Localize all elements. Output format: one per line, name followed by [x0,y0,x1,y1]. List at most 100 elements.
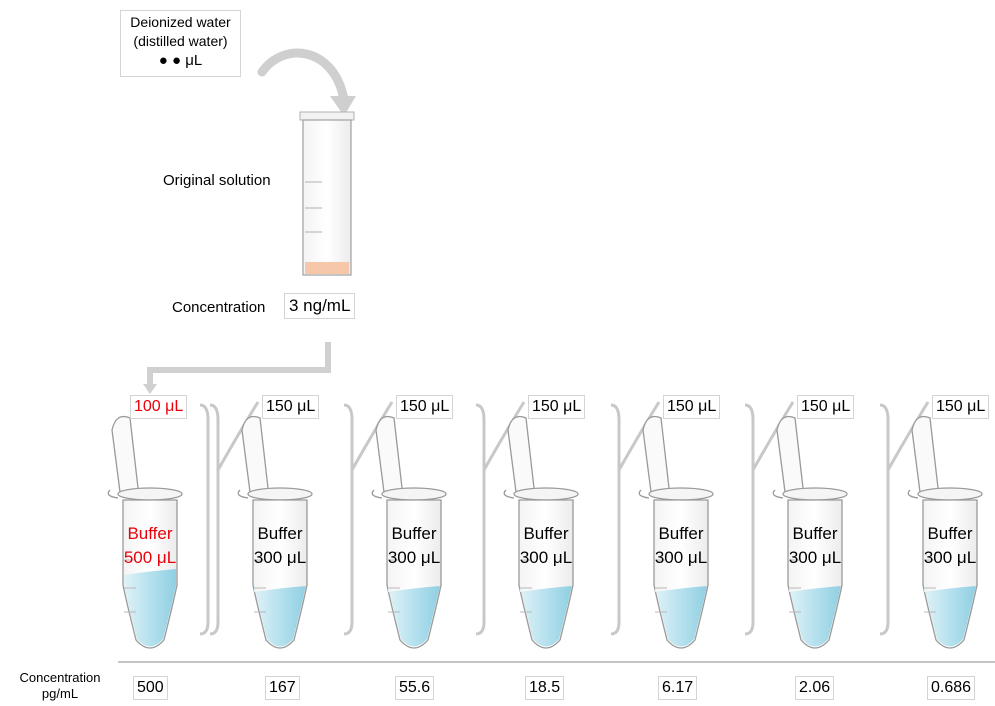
tube-rim [648,487,714,501]
footer-concentration-value: 167 [265,676,300,700]
footer-concentration-value: 2.06 [795,676,835,700]
tube-hinge [638,489,650,499]
transfer-volume-label: 100 μL [130,395,188,419]
footer-label-line2: pg/mL [41,686,79,701]
microtube-1 [107,403,210,649]
transfer-bracket [343,403,354,636]
transfer-stroke [216,401,260,471]
tube-lid [241,415,269,493]
tube-rim [381,487,447,501]
tube-rim [247,487,313,501]
footer-concentration-value: 55.6 [395,676,435,700]
tube-lid [111,415,139,493]
transfer-volume-label: 150 μL [797,395,855,419]
transfer-volume-label: 150 μL [262,395,320,419]
footer-label-line1: Concentration [19,670,101,685]
buffer-label: Buffer 300 μL [781,522,849,570]
first-bracket [199,403,210,636]
transfer-volume-label: 150 μL [663,395,721,419]
tube-liquid [124,569,176,647]
source-line1: Deionized water [130,14,231,30]
buffer-volume: 300 μL [253,548,307,567]
source-volume: ● ● μL [158,52,203,69]
transfer-volume-label: 150 μL [528,395,586,419]
buffer-label: Buffer 300 μL [380,522,448,570]
tube-hinge [237,489,249,499]
microtube-7 [879,401,983,649]
transfer-stroke [886,401,930,471]
tube-hinge [772,489,784,499]
tube-liquid [655,585,707,647]
buffer-volume: 300 μL [788,548,842,567]
tube-rim [513,487,579,501]
footer-concentration-value: 18.5 [525,676,565,700]
footer-concentration-value: 500 [133,676,168,700]
tube-lid [776,415,804,493]
tube-rim [117,487,183,501]
transfer-bracket [744,403,755,636]
transfer-arrow [147,342,331,385]
tube-hinge [907,489,919,499]
tube-hinge [503,489,515,499]
buffer-volume: 500 μL [123,548,177,567]
tube-hinge [107,489,119,499]
pour-arrow-head [330,96,356,116]
tube-lid [507,415,535,493]
tube-liquid [254,585,306,647]
transfer-stroke [482,401,526,471]
buffer-label: Buffer 500 μL [116,522,184,570]
buffer-label: Buffer 300 μL [512,522,580,570]
buffer-label: Buffer 300 μL [916,522,984,570]
microtube-2 [209,401,313,649]
original-solution-label: Original solution [163,172,271,189]
microtube-6 [744,401,848,649]
pour-arrow [257,48,349,105]
buffer-name: Buffer [523,524,569,543]
transfer-stroke [617,401,661,471]
buffer-name: Buffer [927,524,973,543]
buffer-label: Buffer 300 μL [647,522,715,570]
footer-concentration-value: 0.686 [927,676,976,700]
tube-hinge [371,489,383,499]
transfer-bracket [475,403,486,636]
tube-liquid [789,585,841,647]
tube-rim [917,487,983,501]
transfer-arrow-head [143,384,157,394]
transfer-bracket [209,403,220,636]
original-concentration-label: Concentration [172,299,266,316]
buffer-volume: 300 μL [387,548,441,567]
microtube-4 [475,401,579,649]
tube-lid [375,415,403,493]
footer-concentration-value: 6.17 [658,676,698,700]
buffer-name: Buffer [658,524,704,543]
microtube-3 [343,401,447,649]
transfer-volume-label: 150 μL [396,395,454,419]
tube-lid [911,415,939,493]
footer-concentration-label: Concentration pg/mL [6,670,114,702]
buffer-volume: 300 μL [654,548,708,567]
tube-liquid [924,585,976,647]
tube-lid [642,415,670,493]
tube-rim [782,487,848,501]
buffer-volume: 300 μL [519,548,573,567]
buffer-label: Buffer 300 μL [246,522,314,570]
source-water-box: Deionized water (distilled water) ● ● μL [120,10,241,77]
microtube-5 [610,401,714,649]
transfer-stroke [751,401,795,471]
transfer-volume-label: 150 μL [932,395,990,419]
buffer-name: Buffer [391,524,437,543]
buffer-name: Buffer [792,524,838,543]
source-line2: (distilled water) [133,33,228,49]
transfer-bracket [879,403,890,636]
buffer-volume: 300 μL [923,548,977,567]
original-tube [299,111,355,276]
buffer-name: Buffer [127,524,173,543]
tube-liquid [388,585,440,647]
transfer-stroke [350,401,394,471]
buffer-name: Buffer [257,524,303,543]
original-concentration-value: 3 ng/mL [284,293,356,319]
transfer-bracket [610,403,621,636]
tube-liquid [520,585,572,647]
